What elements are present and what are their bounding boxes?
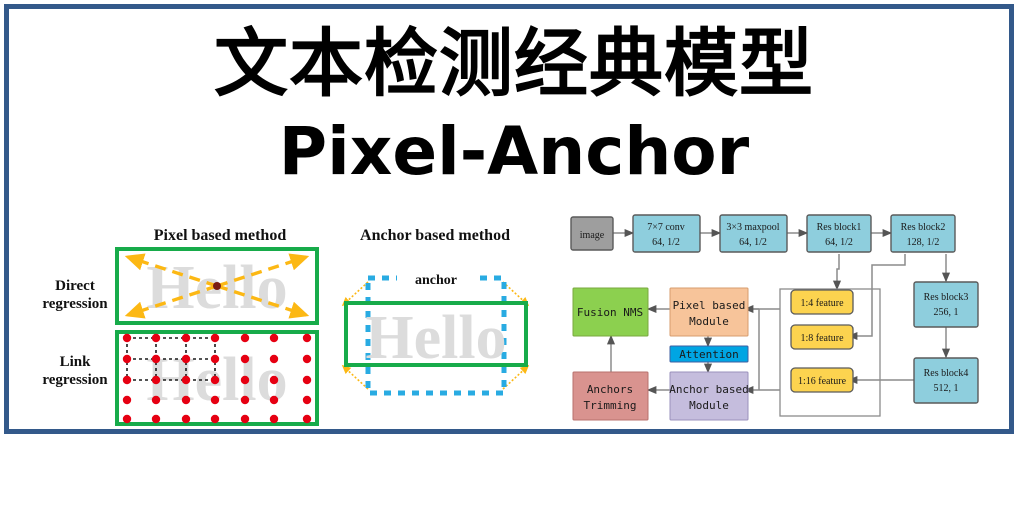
box-fusion-nms[interactable] — [572, 287, 649, 337]
link-regression-label: Link — [60, 354, 92, 370]
box-feat16-label: 1:16 feature — [798, 376, 847, 387]
feature-boxes: 1:4 feature 1:8 feature 1:16 feature — [790, 289, 854, 393]
path-res2-to-feat8 — [847, 254, 906, 341]
box-resblock2-label-1: Res block2 — [901, 222, 946, 233]
box-feat4[interactable] — [790, 289, 854, 315]
box-resblock3[interactable] — [913, 281, 979, 328]
box-resblock4[interactable] — [913, 357, 979, 404]
network-architecture-figure: image 7×7 conv 64, 1/2 3×3 maxpool 64, 1… — [565, 205, 1017, 437]
anchor-based-diagram: anchor Hello — [341, 270, 530, 396]
box-anchors-trimming[interactable] — [572, 371, 649, 421]
box-anchors-trimming-label-1: Anchors — [587, 383, 633, 396]
module-boxes: Fusion NMS Pixel based Module Attention … — [572, 287, 749, 421]
backbone-boxes: image 7×7 conv 64, 1/2 3×3 maxpool 64, 1… — [570, 214, 979, 404]
box-anchor-module-label-1: Anchor based — [669, 383, 748, 396]
box-maxpool3[interactable] — [719, 214, 788, 253]
direct-regression-label: Direct — [55, 278, 95, 294]
pixel-method-heading: Pixel based method — [154, 227, 287, 244]
hello-watermark-anchor: Hello — [365, 304, 506, 372]
direct-regression-diagram: Hello — [115, 247, 319, 325]
slide-frame: 文本检测经典模型 Pixel-Anchor Pixel based method… — [4, 4, 1014, 434]
pixel-dot-grid — [122, 333, 312, 424]
box-image-label: image — [580, 230, 605, 241]
box-conv7-label-1: 7×7 conv — [647, 222, 685, 233]
box-anchor-module-label-2: Module — [689, 399, 729, 412]
feature-group-container — [779, 288, 881, 417]
box-fusion-nms-label: Fusion NMS — [577, 306, 643, 319]
box-resblock4-label-2: 512, 1 — [934, 383, 959, 394]
pixel-vs-anchor-figure: Pixel based method Anchor based method D… — [27, 214, 557, 436]
box-attention[interactable] — [669, 345, 749, 363]
box-resblock2[interactable] — [890, 214, 956, 253]
box-anchor-module[interactable] — [669, 371, 749, 421]
box-resblock2-label-2: 128, 1/2 — [907, 237, 940, 248]
box-feat8[interactable] — [790, 324, 854, 350]
box-feat16[interactable] — [790, 367, 854, 393]
box-resblock1-label-1: Res block1 — [817, 222, 862, 233]
box-maxpool3-label-1: 3×3 maxpool — [726, 222, 779, 233]
link-regression-label-2: regression — [42, 372, 108, 388]
path-res1-to-feat4 — [832, 254, 842, 291]
box-conv7-label-2: 64, 1/2 — [652, 237, 680, 248]
box-resblock1-label-2: 64, 1/2 — [825, 237, 853, 248]
box-resblock3-label-1: Res block3 — [924, 292, 969, 303]
box-resblock3-label-2: 256, 1 — [934, 307, 959, 318]
box-pixel-module[interactable] — [669, 287, 749, 337]
center-pixel-dot — [213, 282, 221, 290]
box-image[interactable] — [570, 216, 614, 251]
box-attention-label: Attention — [679, 348, 739, 361]
anchor-groundtruth-box — [344, 301, 528, 367]
box-pixel-module-label-1: Pixel based — [673, 299, 746, 312]
box-feat4-label: 1:4 feature — [800, 298, 844, 309]
anchor-label: anchor — [415, 273, 457, 288]
page-subtitle-english: Pixel-Anchor — [278, 113, 750, 190]
box-resblock4-label-1: Res block4 — [924, 368, 969, 379]
box-anchors-trimming-label-2: Trimming — [584, 399, 637, 412]
box-maxpool3-label-2: 64, 1/2 — [739, 237, 767, 248]
box-feat8-label: 1:8 feature — [800, 333, 844, 344]
box-pixel-module-label-2: Module — [689, 315, 729, 328]
direct-regression-label-2: regression — [42, 296, 108, 312]
anchor-method-heading: Anchor based method — [360, 227, 510, 244]
box-resblock1[interactable] — [806, 214, 872, 253]
page-title-chinese: 文本检测经典模型 — [214, 21, 814, 107]
box-conv7[interactable] — [632, 214, 701, 253]
link-regression-diagram: Hello — [115, 330, 319, 426]
